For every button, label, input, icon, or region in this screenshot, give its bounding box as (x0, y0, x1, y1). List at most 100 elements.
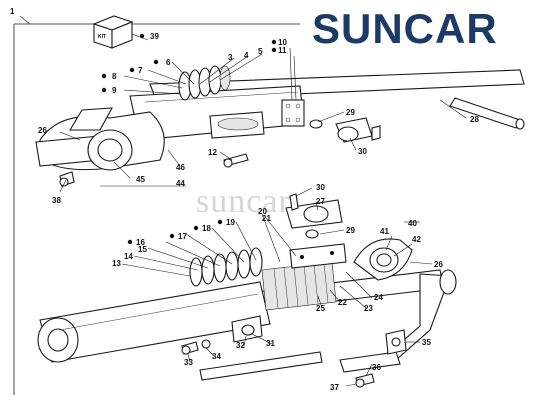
lower-rod-bottom (199, 351, 323, 381)
kit-box-right (111, 21, 133, 49)
lower-bolt-33-head (181, 345, 191, 355)
lower-seal-b (201, 255, 215, 285)
thread-line-3 (293, 265, 299, 307)
lower-seal-e (237, 249, 251, 279)
callout-5: 5 (258, 47, 263, 56)
leader-28 (439, 99, 467, 119)
callout-11: 11 (278, 46, 287, 55)
lower-seal-a (189, 257, 203, 287)
leader-46 (167, 149, 181, 167)
upper-small-bolt-head (59, 177, 69, 187)
leader-39 (131, 33, 149, 41)
leader-38 (59, 179, 67, 193)
callout-14: 14 (124, 252, 133, 261)
leader-45 (113, 161, 131, 179)
callout-10: 10 (278, 38, 287, 47)
leader-18 (211, 227, 245, 263)
leader-22 (329, 289, 341, 303)
thread-line-6 (323, 262, 329, 304)
lower-rod-end-eye (439, 269, 457, 295)
upper-tube-highlight (144, 91, 299, 103)
callout-46: 46 (176, 163, 185, 172)
lower-threaded-section (261, 261, 337, 311)
leader-lines (59, 33, 467, 387)
callout-17: 17 (178, 232, 187, 241)
leader-8 (123, 75, 183, 89)
leader-17 (185, 233, 233, 265)
upper-head-thread (217, 117, 259, 131)
lower-tube-highlight (59, 293, 259, 331)
callout-41: 41 (380, 227, 389, 236)
lower-bolt-37-head (355, 378, 365, 388)
lower-clamp-bore (303, 205, 329, 223)
upper-clevis-fork (69, 107, 113, 131)
leader-29a (317, 111, 345, 123)
lower-o-ring (305, 229, 319, 239)
callout-33: 33 (184, 358, 193, 367)
callout-30b: 30 (316, 183, 325, 192)
callout-45: 45 (136, 175, 145, 184)
leader-30a (349, 137, 357, 151)
callout-39: 39 (150, 32, 159, 41)
thread-line-1 (273, 267, 279, 309)
callout-34: 34 (212, 352, 221, 361)
upper-port-hole-a (285, 103, 291, 109)
dot-16 (127, 239, 133, 245)
lower-pipe-clamp-hole (391, 337, 401, 347)
leader-21 (265, 217, 297, 257)
callout-1: 1 (10, 7, 15, 16)
callout-18: 18 (202, 224, 211, 233)
callout-38: 38 (52, 196, 61, 205)
dot-8 (101, 73, 107, 79)
callout-24: 24 (374, 293, 383, 302)
lower-bracket-hole (241, 324, 255, 336)
callout-42: 42 (412, 235, 421, 244)
leader-37 (345, 383, 357, 387)
upper-cylinder-assembly (35, 65, 525, 187)
dot-19 (217, 219, 223, 225)
leader-4 (209, 55, 249, 83)
leader-19 (235, 221, 257, 261)
upper-port-hole-c (285, 117, 291, 123)
dot-17 (169, 233, 175, 239)
upper-seal-d (208, 65, 222, 95)
callout-25: 25 (316, 304, 325, 313)
leader-9 (123, 89, 181, 95)
callout-13: 13 (112, 259, 121, 268)
suncar-logo: SUNCAR (312, 5, 498, 52)
leader-11 (293, 55, 297, 101)
leader-23 (339, 285, 367, 309)
upper-seal-e (219, 65, 231, 91)
upper-bolt-head (223, 158, 233, 168)
leader-15 (147, 247, 209, 269)
lower-seal-f (249, 247, 263, 277)
upper-clamp-bore (337, 126, 359, 142)
callout-32: 32 (236, 341, 245, 350)
callout-35: 35 (422, 338, 431, 347)
leader-34 (205, 347, 215, 357)
callout-29b: 29 (346, 226, 355, 235)
leader-13 (121, 263, 191, 277)
dot-7 (129, 67, 135, 73)
lower-cylinder-assembly (37, 193, 457, 388)
head-hole-a (300, 255, 304, 259)
leader-6 (171, 61, 195, 85)
leader-29b (319, 229, 345, 235)
leader-30b (295, 187, 313, 197)
callout-26a: 26 (38, 126, 47, 135)
upper-clamp-tab (371, 125, 381, 141)
lower-seal-set (189, 247, 263, 287)
callout-22: 22 (338, 298, 347, 307)
watermark-text: suncar (196, 183, 291, 220)
leader-36 (365, 363, 373, 377)
thread-line-4 (303, 264, 309, 306)
leader-26b (409, 261, 433, 265)
callout-40: 40 (408, 219, 417, 228)
callout-8: 8 (112, 72, 117, 81)
seal-kit-box: KIT (92, 15, 134, 49)
dot-18 (193, 225, 199, 231)
callout-44: 44 (176, 179, 185, 188)
leader-25 (317, 295, 323, 309)
callout-4: 4 (244, 51, 249, 60)
callout-21: 21 (262, 214, 271, 223)
